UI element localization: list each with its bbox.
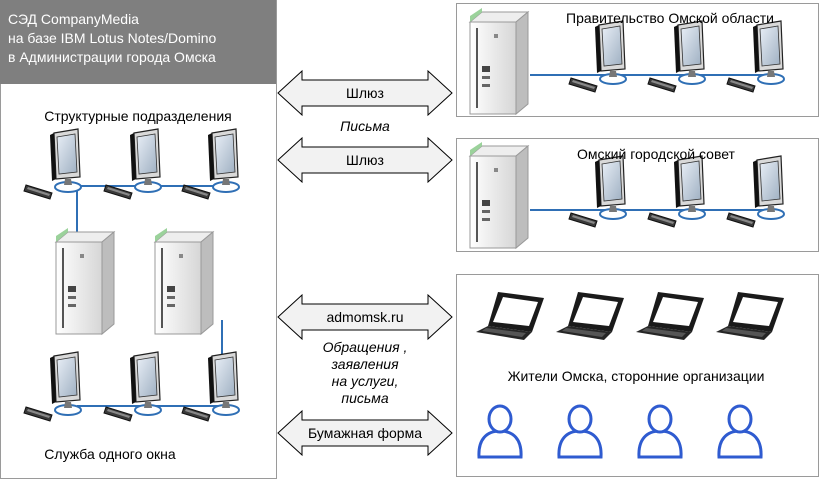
laptop-3: [636, 292, 704, 340]
workstation-bottom-3: [181, 351, 240, 422]
workstation-top-2: [103, 128, 162, 200]
appeals-line-4: письма: [341, 390, 389, 406]
council-workstation-2: [647, 155, 706, 228]
gov-workstation-1: [568, 20, 627, 93]
label-appeals: Обращения , заявления на услуги, письма: [290, 339, 440, 407]
person-3: [637, 404, 683, 459]
label-letters: Письма: [340, 118, 390, 134]
title-line-1: СЭД CompanyMedia: [8, 11, 139, 27]
title-line-3: в Администрации города Омска: [8, 49, 216, 65]
label-one-window-service: Служба одного окна: [44, 446, 176, 462]
person-4: [717, 404, 763, 459]
person-1: [477, 404, 523, 459]
appeals-line-1: Обращения ,: [322, 339, 408, 355]
arrow-label-gateway-1: Шлюз: [346, 85, 384, 101]
arrow-label-gateway-2: Шлюз: [346, 152, 384, 168]
laptop-4: [716, 292, 784, 340]
laptop-1: [476, 292, 544, 340]
laptop-2: [556, 292, 624, 340]
arrow-label-paper: Бумажная форма: [308, 425, 422, 441]
gov-workstation-2: [647, 20, 706, 93]
council-workstation-3: [726, 155, 785, 228]
workstation-bottom-1: [23, 351, 82, 422]
system-title: СЭД CompanyMedia на базе IBM Lotus Notes…: [0, 0, 276, 84]
server-1: [55, 227, 115, 335]
gov-workstation-3: [726, 20, 785, 93]
person-2: [557, 404, 603, 459]
label-gov: Правительство Омской области: [566, 10, 774, 26]
arrow-label-portal: admomsk.ru: [326, 309, 404, 325]
label-citizens: Жители Омска, сторонние организации: [507, 368, 765, 384]
workstation-bottom-2: [103, 351, 162, 422]
title-line-2: на базе IBM Lotus Notes/Domino: [8, 30, 217, 46]
label-structural-units: Структурные подразделения: [44, 108, 232, 124]
council-workstation-1: [568, 155, 627, 228]
appeals-line-2: заявления: [331, 356, 399, 372]
workstation-top-1: [23, 128, 82, 200]
label-council: Омский городской совет: [577, 146, 735, 162]
server-2: [154, 227, 214, 335]
appeals-line-3: на услуги,: [331, 373, 399, 389]
workstation-top-3: [181, 128, 240, 200]
